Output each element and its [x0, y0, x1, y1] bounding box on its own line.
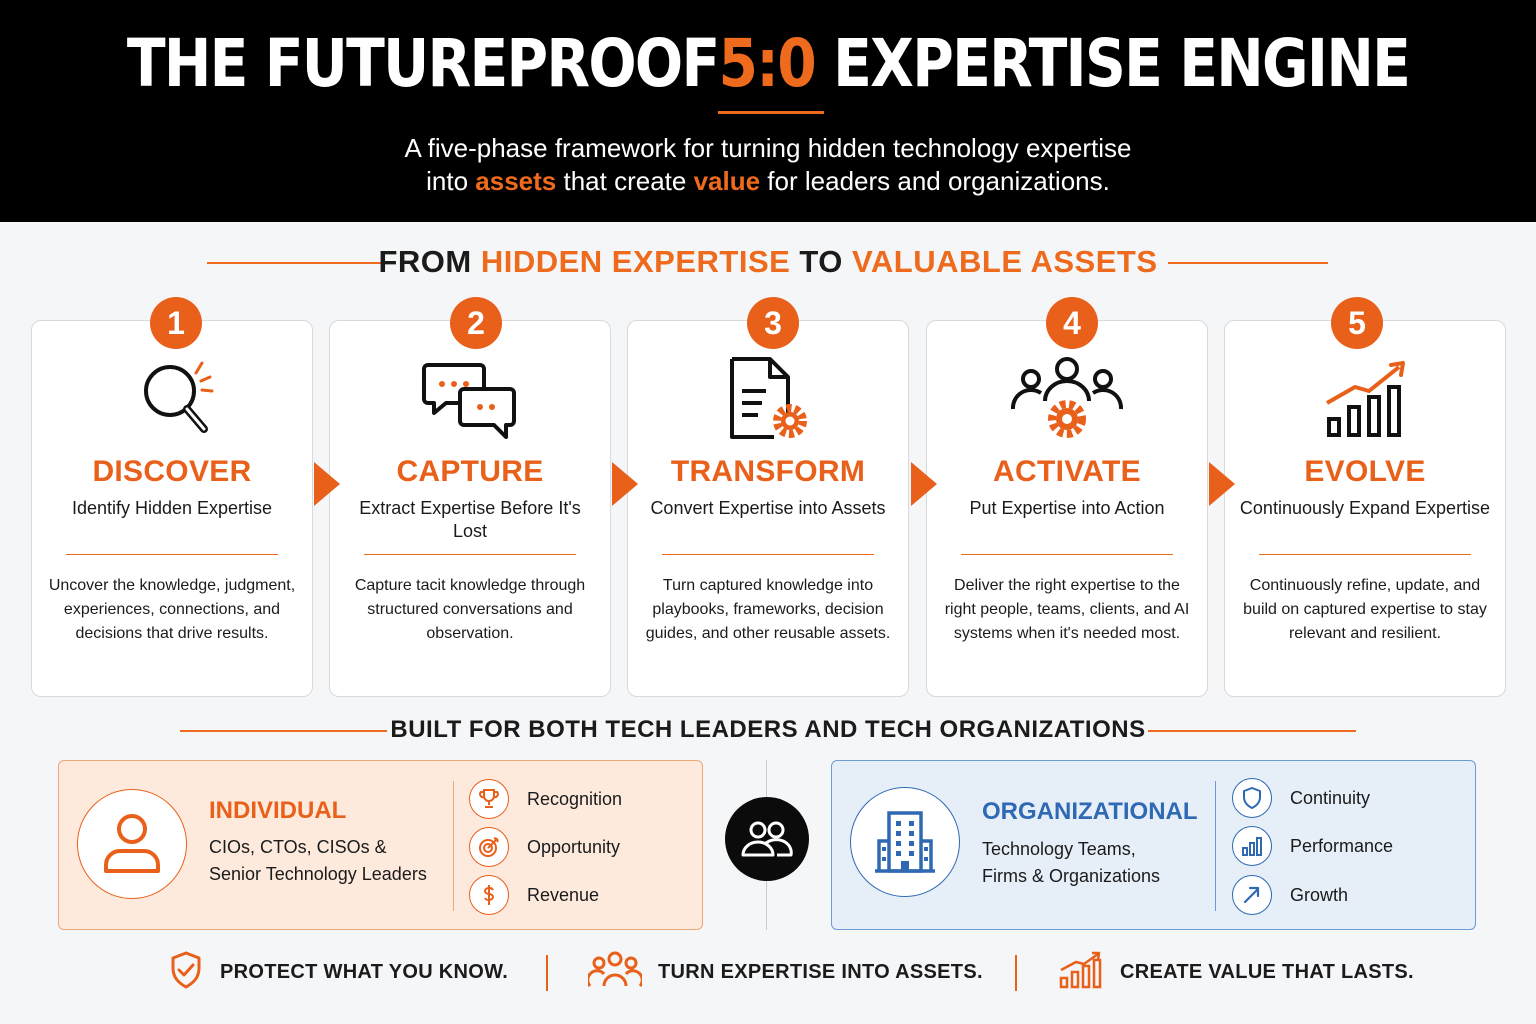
phase-subtitle: Convert Expertise into Assets	[650, 498, 886, 518]
panel-divider	[1215, 781, 1216, 911]
benefit-continuity: Continuity	[1232, 778, 1370, 818]
phase-name: CAPTURE	[396, 455, 544, 488]
tagline-separator	[546, 955, 548, 991]
person-icon	[77, 789, 187, 899]
phase-number-3: 3	[747, 297, 799, 349]
benefit-label: Continuity	[1290, 787, 1371, 808]
phase-divider	[961, 554, 1173, 555]
section-heading-phases: FROM HIDDEN EXPERTISE TO VALUABLE ASSETS	[378, 244, 1158, 279]
growth-chart-icon	[1225, 357, 1505, 443]
phase-number-2: 2	[450, 297, 502, 349]
phase-card-activate: ACTIVATE Put Expertise into Action Deliv…	[926, 320, 1208, 697]
phase-divider	[364, 554, 576, 555]
phase-card-discover: DISCOVER Identify Hidden Expertise Uncov…	[31, 320, 313, 697]
phase-divider	[66, 554, 278, 555]
tagline-label: TURN EXPERTISE INTO ASSETS.	[658, 960, 983, 983]
page-title: THE FUTUREPROOF5:0 EXPERTISE ENGINE	[126, 25, 1411, 102]
target-icon	[469, 827, 509, 867]
panel-divider	[453, 781, 454, 911]
section-divider-left	[180, 730, 387, 732]
phase-card-transform: TRANSFORM Convert Expertise into Assets …	[627, 320, 909, 697]
benefit-label: Revenue	[527, 884, 600, 905]
tagline-protect: PROTECT WHAT YOU KNOW.	[168, 950, 508, 994]
benefit-label: Opportunity	[527, 836, 621, 857]
benefit-label: Recognition	[527, 788, 623, 809]
people-gear-icon	[927, 357, 1207, 443]
flow-arrow	[612, 462, 638, 506]
tagline-separator	[1015, 955, 1017, 991]
section-divider-right	[1148, 730, 1356, 732]
flow-arrow	[911, 462, 937, 506]
dollar-icon	[469, 875, 509, 915]
page-subtitle: A five-phase framework for turning hidde…	[404, 133, 1132, 196]
phase-number-4: 4	[1046, 297, 1098, 349]
phase-description: Turn captured knowledge into playbooks, …	[645, 577, 891, 642]
tagline-label: PROTECT WHAT YOU KNOW.	[220, 960, 509, 983]
individual-panel: INDIVIDUAL CIOs, CTOs, CISOs & Senior Te…	[58, 760, 703, 930]
phase-number-5: 5	[1331, 297, 1383, 349]
phase-description: Deliver the right expertise to the right…	[944, 577, 1190, 642]
phase-description: Uncover the knowledge, judgment, experie…	[48, 577, 296, 642]
tagline-turn-expertise: TURN EXPERTISE INTO ASSETS.	[586, 950, 983, 995]
phase-description: Capture tacit knowledge through structur…	[354, 577, 586, 642]
group-icon	[586, 950, 644, 995]
tagline-label: CREATE VALUE THAT LASTS.	[1120, 960, 1414, 983]
phase-card-evolve: EVOLVE Continuously Expand Expertise Con…	[1224, 320, 1506, 697]
phase-subtitle: Extract Expertise Before It's Lost	[359, 498, 581, 541]
section-divider-left	[207, 262, 387, 264]
benefit-performance: Performance	[1232, 826, 1393, 866]
phase-divider	[1259, 554, 1471, 555]
tagline-create-value: CREATE VALUE THAT LASTS.	[1058, 950, 1414, 994]
individual-description: CIOs, CTOs, CISOs & Senior Technology Le…	[209, 837, 427, 884]
benefit-label: Growth	[1290, 884, 1349, 905]
phase-subtitle: Put Expertise into Action	[969, 498, 1165, 518]
growth-chart-icon	[1058, 950, 1104, 995]
section-divider-right	[1168, 262, 1328, 264]
building-icon	[850, 787, 960, 897]
phase-divider	[662, 554, 874, 555]
phase-number-1: 1	[150, 297, 202, 349]
bar-chart-icon	[1232, 826, 1272, 866]
benefit-growth: Growth	[1232, 875, 1348, 915]
phase-card-capture: CAPTURE Extract Expertise Before It's Lo…	[329, 320, 611, 697]
arrow-up-right-icon	[1232, 875, 1272, 915]
section-heading-audience: BUILT FOR BOTH TECH LEADERS AND TECH ORG…	[390, 716, 1146, 743]
title-underline	[718, 111, 824, 114]
phase-subtitle: Continuously Expand Expertise	[1239, 498, 1491, 518]
phase-name: EVOLVE	[1304, 455, 1426, 488]
phase-name: TRANSFORM	[670, 455, 866, 488]
flow-arrow	[1209, 462, 1235, 506]
document-gear-icon	[628, 357, 908, 443]
trophy-icon	[469, 779, 509, 819]
chat-bubbles-icon	[330, 357, 610, 443]
magnifier-icon	[32, 357, 312, 443]
organizational-description: Technology Teams, Firms & Organizations	[982, 839, 1161, 886]
benefit-label: Performance	[1290, 835, 1394, 856]
phase-name: ACTIVATE	[993, 455, 1141, 488]
header-banner: THE FUTUREPROOF5:0 EXPERTISE ENGINE A fi…	[0, 0, 1536, 222]
organizational-panel: ORGANIZATIONAL Technology Teams, Firms &…	[831, 760, 1476, 930]
shield-icon	[1232, 778, 1272, 818]
title-accent: 5:0	[718, 25, 817, 102]
flow-arrow	[314, 462, 340, 506]
people-icon	[725, 797, 809, 881]
benefit-revenue: Revenue	[469, 875, 599, 915]
individual-title: INDIVIDUAL	[209, 797, 347, 824]
phase-subtitle: Identify Hidden Expertise	[71, 498, 273, 518]
benefit-recognition: Recognition	[469, 779, 622, 819]
organizational-title: ORGANIZATIONAL	[982, 798, 1198, 825]
shield-check-icon	[168, 950, 204, 995]
benefit-opportunity: Opportunity	[469, 827, 620, 867]
phase-name: DISCOVER	[92, 455, 252, 488]
phase-description: Continuously refine, update, and build o…	[1243, 577, 1487, 642]
